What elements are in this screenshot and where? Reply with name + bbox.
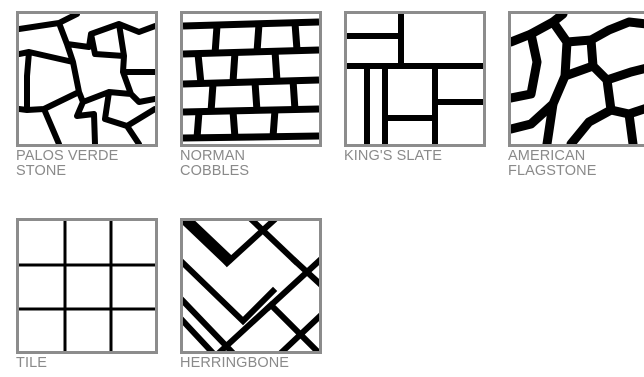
norman-cobbles-swatch <box>180 11 322 147</box>
herringbone-swatch <box>180 218 322 354</box>
pattern-kings-slate[interactable]: KING'S SLATE <box>344 11 486 164</box>
herringbone-label: HERRINGBONE <box>180 356 322 371</box>
pattern-norman-cobbles[interactable]: NORMAN COBBLES <box>180 11 322 179</box>
pattern-tile[interactable]: TILE <box>16 218 158 371</box>
american-flagstone-swatch <box>508 11 644 147</box>
pattern-american-flagstone[interactable]: AMERICAN FLAGSTONE <box>508 11 644 179</box>
palos-verde-stone-label-line1: PALOS VERDE <box>16 149 158 164</box>
tile-label-line1: TILE <box>16 356 158 371</box>
tile-label: TILE <box>16 356 158 371</box>
american-flagstone-label-line1: AMERICAN <box>508 149 644 164</box>
pattern-palos-verde-stone[interactable]: PALOS VERDE STONE <box>16 11 158 179</box>
palos-verde-stone-swatch <box>16 11 158 147</box>
norman-cobbles-label: NORMAN COBBLES <box>180 149 322 179</box>
herringbone-label-line1: HERRINGBONE <box>180 356 322 371</box>
palos-verde-stone-label: PALOS VERDE STONE <box>16 149 158 179</box>
kings-slate-label: KING'S SLATE <box>344 149 486 164</box>
tile-swatch <box>16 218 158 354</box>
kings-slate-label-line1: KING'S SLATE <box>344 149 486 164</box>
american-flagstone-label: AMERICAN FLAGSTONE <box>508 149 644 179</box>
norman-cobbles-label-line2: COBBLES <box>180 164 322 179</box>
american-flagstone-label-line2: FLAGSTONE <box>508 164 644 179</box>
norman-cobbles-label-line1: NORMAN <box>180 149 322 164</box>
palos-verde-stone-label-line2: STONE <box>16 164 158 179</box>
kings-slate-swatch <box>344 11 486 147</box>
pattern-herringbone[interactable]: HERRINGBONE <box>180 218 322 371</box>
